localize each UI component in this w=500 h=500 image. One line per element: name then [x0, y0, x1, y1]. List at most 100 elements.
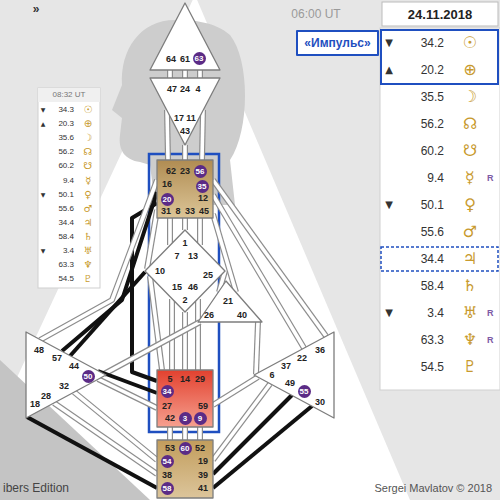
gate-line-number: 50.1 — [421, 199, 444, 211]
center-shape — [157, 160, 213, 218]
gate-number: 10 — [155, 267, 165, 276]
gate-line-number: 9.4 — [63, 177, 74, 185]
planet-symbol: ♂ — [463, 224, 477, 240]
gate-number: 7 — [174, 252, 179, 261]
channel-line — [40, 180, 157, 340]
center-shape — [254, 332, 334, 418]
planet-symbol: ♇ — [84, 274, 93, 284]
channel-line — [198, 218, 202, 245]
gate-line-number: 54.5 — [58, 275, 74, 283]
channel-outline — [104, 322, 200, 374]
gate-number: 46 — [188, 283, 198, 292]
gate-number: 13 — [188, 252, 198, 261]
planet-panel: ▼34.2☉▲20.2⊕35.5☽56.2☊60.2☋9.4☿R▼50.1♀55… — [380, 28, 500, 390]
channel-outline — [195, 299, 201, 370]
channel-line — [198, 70, 202, 78]
channel — [198, 299, 199, 370]
gate-number: 37 — [281, 362, 291, 371]
gate-number: 52 — [195, 444, 205, 453]
gate-line-number: 34.3 — [58, 106, 74, 114]
ajna-center: 47244171143 — [150, 78, 220, 145]
planet-symbol: ♃ — [84, 218, 93, 228]
channel-line — [168, 218, 172, 245]
planet-symbol: ♄ — [463, 278, 477, 294]
active-gate-number: 55 — [298, 385, 311, 398]
channel — [185, 145, 186, 160]
planet-symbol: ☽ — [84, 133, 93, 143]
gate-line-number: 35.6 — [58, 134, 74, 142]
channel — [62, 192, 157, 351]
solar-plexus-center: 3622376495530 — [254, 332, 334, 418]
gate-line-number: 20.2 — [421, 64, 444, 76]
gate-number: 25 — [203, 271, 213, 280]
gate-number: 15 — [172, 283, 182, 292]
trend-arrow: ▼ — [385, 38, 393, 48]
throat-center: 622356163520123183345 — [157, 160, 213, 218]
planet-symbol: ♅ — [463, 305, 477, 321]
gate-number: 31 — [161, 207, 171, 216]
trend-arrow: ▼ — [41, 248, 46, 254]
channel — [200, 70, 201, 78]
quote-mark: » — [33, 2, 40, 16]
center-shape — [26, 332, 106, 418]
gate-number: 22 — [297, 354, 307, 363]
gate-number: 38 — [162, 471, 172, 480]
channel-line — [183, 218, 187, 230]
active-gate-number: 63 — [193, 52, 206, 65]
gate-number: 57 — [52, 354, 62, 363]
gate-number: 29 — [195, 375, 205, 384]
gate-number: 44 — [69, 362, 79, 371]
channel-outline — [202, 110, 203, 160]
gate-number: 45 — [199, 207, 209, 216]
trend-arrow: ▼ — [385, 308, 393, 318]
retrograde-mark: R — [487, 309, 494, 318]
gate-line-number: 35.5 — [421, 91, 444, 103]
planet-symbol: ♂ — [84, 204, 93, 214]
channel — [167, 110, 168, 160]
active-gate-number: 9 — [194, 412, 207, 425]
ego-center: 212640 — [198, 281, 262, 322]
time-header: 08:32 UT — [53, 91, 86, 99]
gate-line-number: 3.4 — [427, 307, 444, 319]
channel — [213, 377, 258, 405]
channel — [200, 218, 201, 245]
active-gate-number: 50 — [82, 370, 95, 383]
gate-number: 62 — [166, 167, 176, 176]
channel — [185, 312, 186, 370]
trend-arrow: ▼ — [385, 200, 393, 210]
channel — [200, 427, 201, 440]
center-shape — [157, 440, 213, 498]
channel-outline — [213, 377, 258, 405]
channel-outline — [182, 312, 188, 370]
impulse-box: «Импульс» — [297, 31, 378, 55]
gate-line-number: 56.2 — [421, 118, 444, 130]
channel — [256, 322, 258, 374]
channel — [104, 322, 200, 374]
gate-number: 42 — [165, 414, 175, 423]
trend-arrow: ▼ — [41, 107, 46, 113]
gate-number: 4 — [195, 85, 200, 94]
active-gate-number: 60 — [179, 442, 192, 455]
gate-line-number: 63.3 — [421, 334, 444, 346]
gate-line-number: 58.4 — [421, 280, 444, 292]
channel-outline — [182, 145, 188, 160]
planet-symbol: ♃ — [463, 251, 477, 267]
planet-symbol: ☽ — [463, 89, 477, 105]
copyright: Sergei Mavlatov © 2018 — [374, 482, 492, 494]
channel-line — [70, 272, 145, 356]
channel-line — [213, 406, 312, 488]
channel-outline — [197, 218, 203, 245]
planet-symbol: ☊ — [84, 147, 93, 157]
planet-symbol: ⊕ — [84, 119, 92, 129]
gate-number: 12 — [198, 194, 208, 203]
gate-line-number: 3.4 — [63, 247, 74, 255]
channel — [170, 70, 171, 78]
channel — [70, 272, 145, 356]
gate-line-number: 34.2 — [421, 37, 444, 49]
active-gate-number: 56 — [194, 165, 207, 178]
center-shape — [150, 3, 220, 70]
channel-line — [150, 276, 162, 370]
planet-symbol: ♄ — [84, 232, 93, 242]
channel-outline — [197, 70, 203, 78]
